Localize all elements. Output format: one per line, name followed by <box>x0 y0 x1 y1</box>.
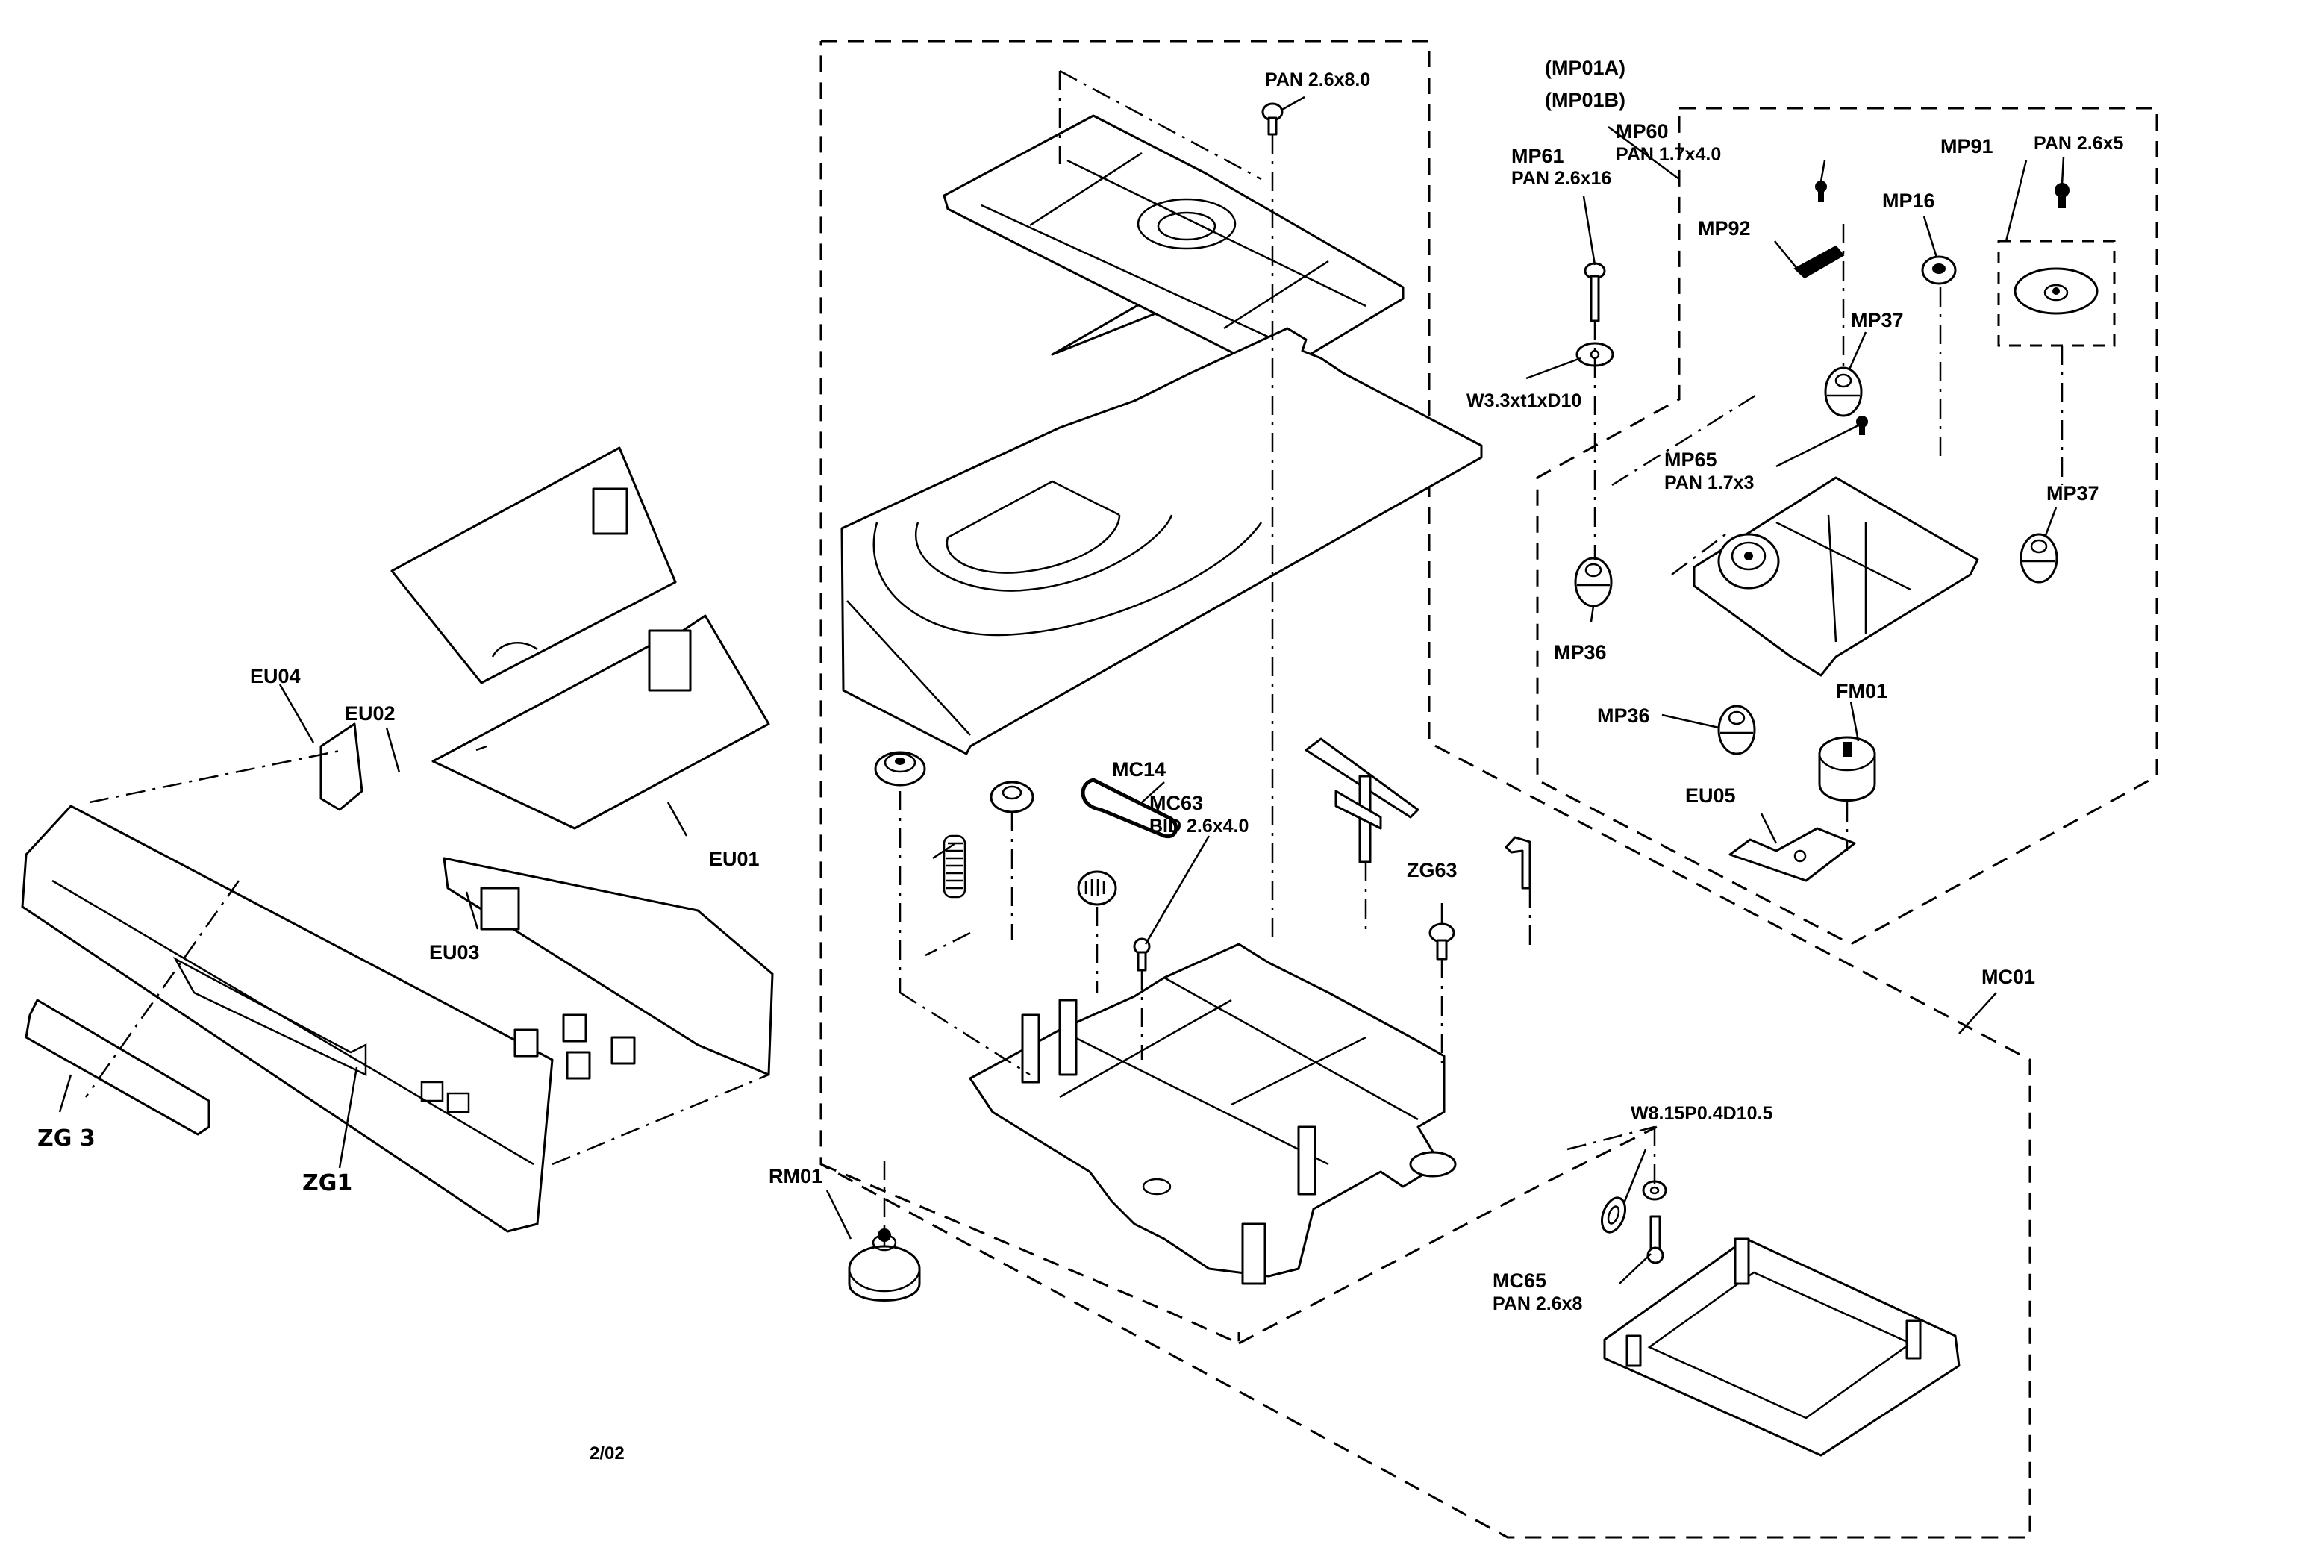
label-mp37-right: MP37 <box>2046 482 2099 505</box>
label-mp61: MP61 <box>1511 145 1564 167</box>
board-eu02 <box>390 446 677 684</box>
spring-plate-mp92 <box>1793 245 1845 279</box>
gear-mp16 <box>1921 255 1957 285</box>
screw-mp60 <box>1815 181 1827 202</box>
tray-top-frame <box>943 114 1405 376</box>
label-mp60: MP60 <box>1616 120 1669 143</box>
label-pan-2-6x8: PAN 2.6x8.0 <box>1265 69 1370 90</box>
screw-mc63 <box>1133 937 1151 972</box>
label-eu03: EU03 <box>429 941 480 963</box>
board-eu03 <box>443 857 774 1076</box>
label-zg3: ZG 3 <box>37 1125 96 1152</box>
label-mp36-left: MP36 <box>1554 641 1607 663</box>
label-eu05: EU05 <box>1685 784 1736 807</box>
damper-mp36-left <box>1574 557 1613 607</box>
belt-mc14 <box>1081 778 1178 839</box>
screw-top-pan <box>1261 102 1284 136</box>
mechanism-boundary <box>819 40 2031 1539</box>
lever-arm <box>1305 737 1419 863</box>
chassis-mc01 <box>969 943 1457 1285</box>
footer-code: 2/02 <box>590 1443 625 1464</box>
guide-lines <box>84 69 2064 1246</box>
screw-pan-2-6x5 <box>2055 183 2070 208</box>
lower-boundary <box>1238 1125 1658 1345</box>
label-pan-2-6x5: PAN 2.6x5 <box>2034 133 2124 154</box>
chassis-boundary <box>820 1163 1240 1346</box>
label-w3-3: W3.3xt1xD10 <box>1466 390 1581 411</box>
board-eu05 <box>1728 827 1856 882</box>
label-mp92: MP92 <box>1698 217 1751 240</box>
spring <box>932 834 966 899</box>
label-mp36-bottom: MP36 <box>1597 705 1650 727</box>
label-mp01a: (MP01A) <box>1545 57 1625 79</box>
screw-mp65 <box>1856 416 1868 435</box>
label-mp01b: (MP01B) <box>1545 89 1625 111</box>
label-eu02: EU02 <box>345 702 396 725</box>
damper-mp37-top <box>1824 366 1863 417</box>
label-mp65: MP65 <box>1664 449 1717 471</box>
group-boundaries <box>819 40 2158 1539</box>
label-mp61-spec: PAN 2.6x16 <box>1511 168 1611 189</box>
label-eu01: EU01 <box>709 848 760 870</box>
damper-mp37-right <box>2020 533 2058 584</box>
label-mc65: MC65 <box>1493 1269 1546 1292</box>
label-mp16: MP16 <box>1882 190 1935 212</box>
motor-fm01 <box>1818 736 1876 802</box>
door-zg3 <box>25 999 210 1136</box>
turntable-mp91 <box>2014 267 2099 315</box>
traverse-base <box>1693 476 1979 677</box>
mp91-subbox <box>1997 240 2116 347</box>
label-mc63: MC63 <box>1149 792 1203 814</box>
label-mc01: MC01 <box>1981 966 2035 988</box>
disc-tray <box>840 327 1483 755</box>
traverse-boundary <box>1536 107 2158 946</box>
damper-mp36-bottom <box>1717 705 1756 755</box>
screw-mc65 <box>1646 1215 1664 1264</box>
hook-part <box>1505 836 1531 890</box>
label-rm01: RM01 <box>769 1165 822 1187</box>
label-mc14: MC14 <box>1112 758 1166 781</box>
label-zg63: ZG63 <box>1407 859 1458 881</box>
label-mp37-top: MP37 <box>1851 309 1904 331</box>
screw-zg63 <box>1428 922 1455 961</box>
washer-mc65 <box>1642 1180 1667 1201</box>
front-panel-zg1 <box>21 805 554 1233</box>
screw-mp61 <box>1584 262 1606 322</box>
pulley-gear <box>1077 870 1117 906</box>
part-labels: PAN 2.6x8.0 (MP01A) (MP01B) MP60 PAN 1.7… <box>37 57 2124 1464</box>
gear-small <box>990 781 1034 813</box>
washer-w8 <box>1600 1196 1627 1234</box>
label-mp91: MP91 <box>1940 135 1993 157</box>
label-mc63-spec: BID 2.6x4.0 <box>1149 816 1249 837</box>
buttons-cluster <box>513 1013 636 1080</box>
gear-large <box>874 751 926 787</box>
label-zg1: ZG1 <box>302 1170 352 1196</box>
label-w8-15: W8.15P0.4D10.5 <box>1631 1103 1772 1124</box>
label-eu04: EU04 <box>250 665 301 687</box>
leader-lines <box>58 96 2065 1284</box>
label-fm01: FM01 <box>1836 680 1887 702</box>
base-frame <box>1603 1237 1961 1457</box>
label-mp60-spec: PAN 1.7x4.0 <box>1616 144 1721 165</box>
label-mc65-spec: PAN 2.6x8 <box>1493 1293 1583 1314</box>
board-eu01 <box>431 614 770 830</box>
board-eu04 <box>319 722 363 811</box>
label-mp65-spec: PAN 1.7x3 <box>1664 472 1754 493</box>
